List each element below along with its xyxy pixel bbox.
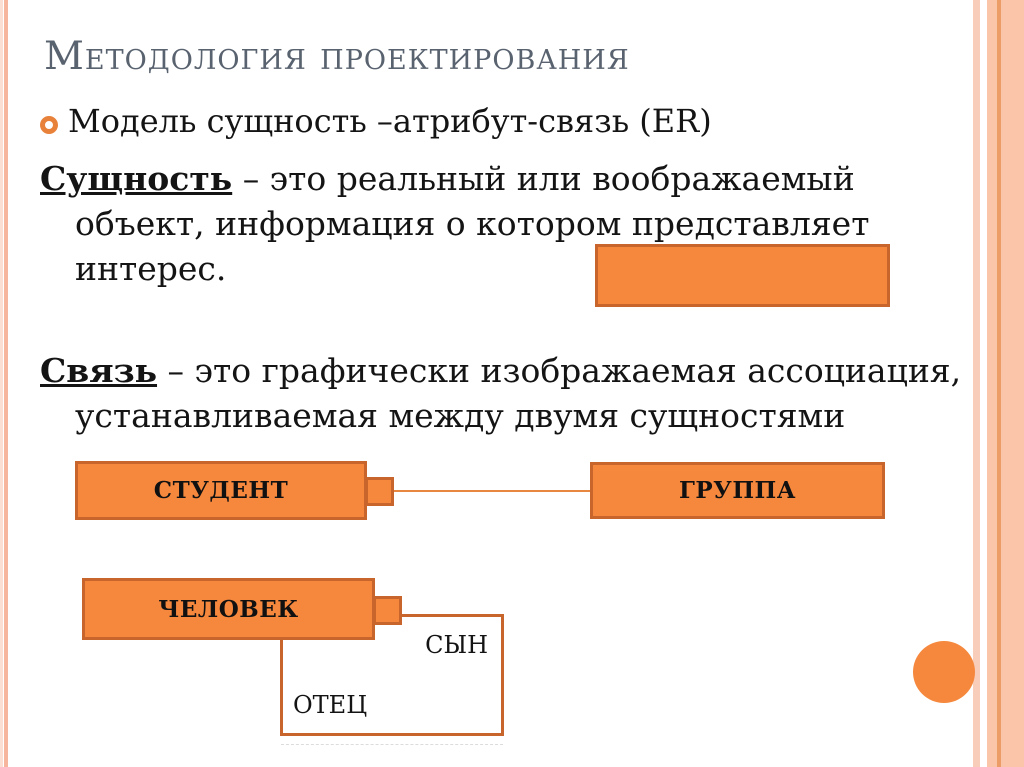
entity-definition-line2: объект, информация о котором представляе… [75,204,870,243]
bullet-icon [40,116,58,134]
relation-definition-line1: Связь – это графически изображаемая ассо… [40,351,961,390]
right-border-band [987,0,1024,767]
entity-box-group[interactable]: ГРУППА [590,462,885,519]
entity-line1-rest: – это реальный или воображаемый [232,159,855,198]
bullet-text: Модель сущность –атрибут-связь (ER) [68,102,712,140]
left-border-stripe-inner [4,0,8,767]
entity-definition-line1: Сущность – это реальный или воображаемый [40,159,855,198]
decorative-circle [913,641,975,703]
right-border-band-dark-line [997,0,1001,767]
entity-term: Сущность [40,159,233,198]
rect-shadow-line [281,744,503,745]
relation-label-father: ОТЕЦ [293,691,368,719]
entity-box-group-label: ГРУППА [678,477,796,504]
relation-term: Связь [40,351,158,390]
entity-box-person-label: ЧЕЛОВЕК [158,595,299,623]
entity-placeholder-box[interactable] [595,244,890,307]
entity-box-person[interactable]: ЧЕЛОВЕК [82,578,375,640]
entity-box-student-label: СТУДЕНТ [153,477,289,504]
person-connector-tab [373,596,402,625]
entity-definition-line3: интерес. [75,249,227,288]
right-border-stripe-thin [973,0,980,767]
entity-box-student[interactable]: СТУДЕНТ [75,461,367,520]
relation-line1-rest: – это графически изображаемая ассоциация… [157,351,962,390]
relation-label-son: СЫН [425,631,488,659]
student-group-connector-line [380,490,592,492]
page-title: Методология проектирования [44,34,630,79]
student-connector-tab [365,477,394,506]
relation-definition-line2: устанавливаемая между двумя сущностями [75,396,846,435]
left-border-stripe-outer [0,0,3,767]
